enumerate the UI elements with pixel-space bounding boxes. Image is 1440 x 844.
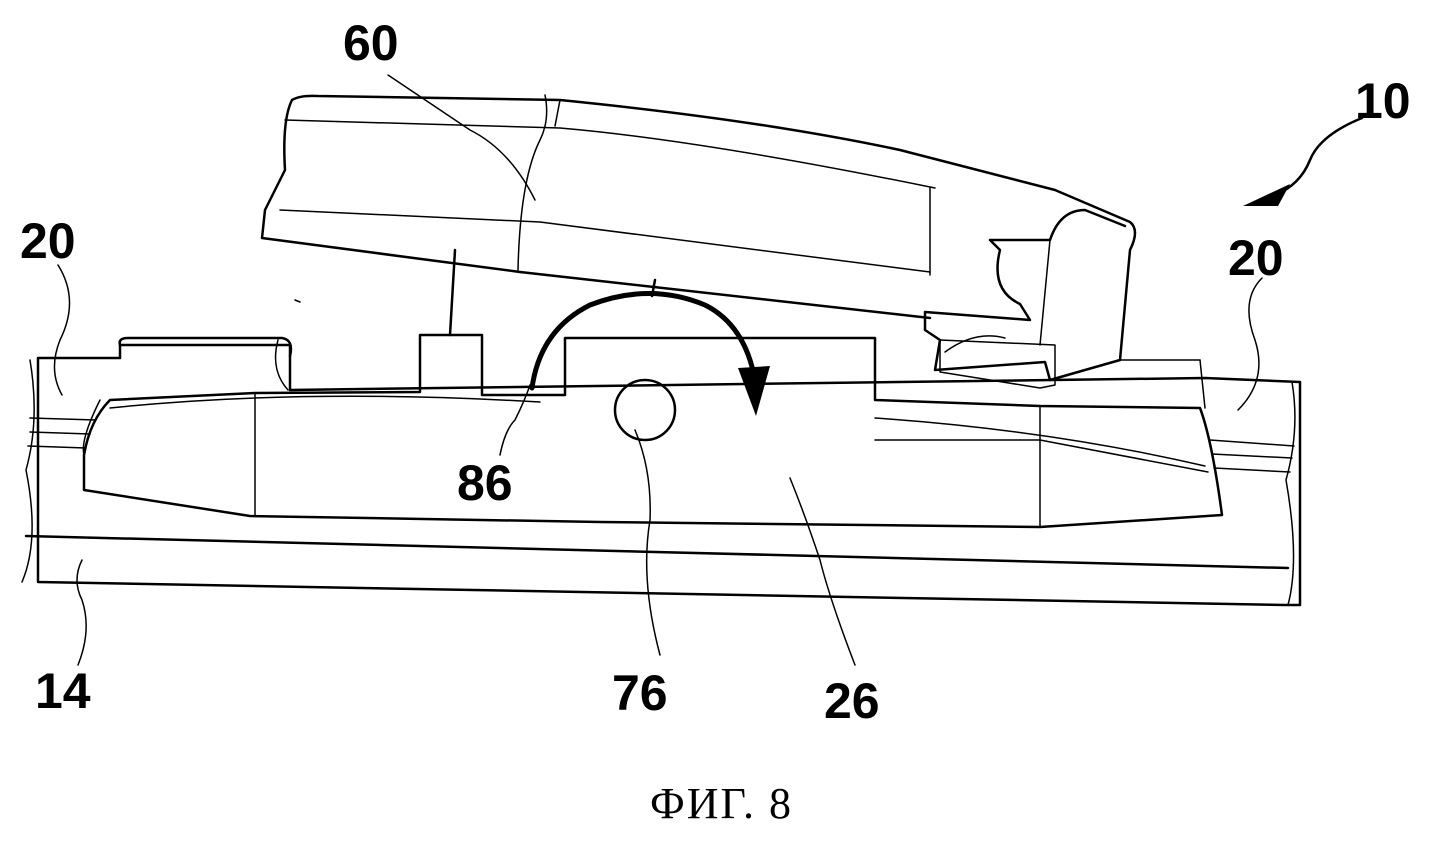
ref-86: 86: [457, 455, 513, 511]
adapter-26: [83, 335, 1222, 527]
ref-76: 76: [612, 665, 668, 721]
ref-20-right: 20: [1228, 230, 1284, 286]
ref-60: 60: [343, 15, 399, 71]
assembly-arrow-10: [1243, 118, 1362, 206]
pivot-pin-76: [615, 380, 675, 440]
ref-26: 26: [824, 673, 880, 729]
rotation-arrow-86: [532, 294, 770, 417]
ref-10: 10: [1355, 73, 1411, 129]
figure-caption: ФИГ. 8: [650, 779, 793, 828]
cap-60: [262, 95, 1135, 388]
ref-20-left: 20: [20, 213, 76, 269]
ref-14: 14: [35, 663, 91, 719]
